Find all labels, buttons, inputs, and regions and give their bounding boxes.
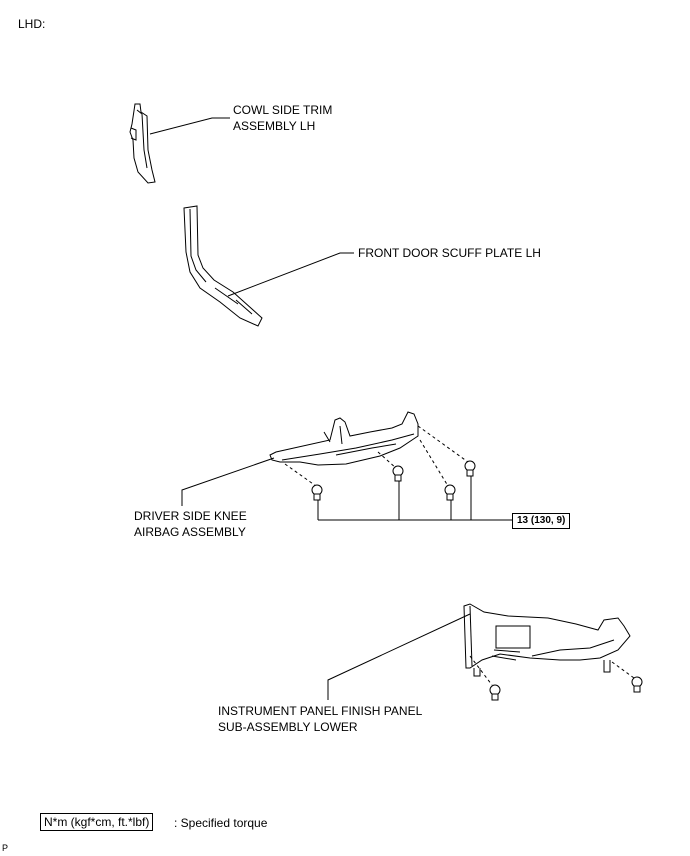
label-line: COWL SIDE TRIM — [233, 103, 333, 117]
knee-airbag-part — [269, 411, 419, 466]
bolt-icon — [464, 460, 476, 477]
bolt-icon — [489, 684, 501, 701]
instrument-panel-lower-part — [463, 603, 631, 677]
torque-value-box: 13 (130, 9) — [512, 513, 571, 529]
bolt-icon — [444, 484, 456, 501]
bolt-icon — [392, 465, 404, 482]
instrument-panel-label: INSTRUMENT PANEL FINISH PANEL SUB-ASSEMB… — [218, 703, 422, 735]
cowl-side-trim-label: COWL SIDE TRIM ASSEMBLY LH — [233, 102, 332, 134]
label-line: SUB-ASSEMBLY LOWER — [218, 720, 358, 734]
cowl-side-trim-part — [129, 103, 156, 184]
label-line: AIRBAG ASSEMBLY — [134, 525, 246, 539]
leader-lines — [149, 117, 512, 700]
bolt-alignment-lines — [284, 425, 635, 686]
figure-code: P — [2, 843, 9, 853]
torque-legend-description: : Specified torque — [174, 816, 268, 830]
torque-unit-legend-box: N*m (kgf*cm, ft.*lbf) — [40, 813, 154, 831]
label-line: INSTRUMENT PANEL FINISH PANEL — [218, 704, 423, 718]
scuff-plate-part — [183, 205, 263, 327]
label-line: DRIVER SIDE KNEE — [134, 509, 247, 523]
bolt-icon — [311, 484, 323, 501]
label-line: ASSEMBLY LH — [233, 119, 316, 133]
knee-airbag-label: DRIVER SIDE KNEE AIRBAG ASSEMBLY — [134, 508, 247, 540]
page-title: LHD: — [18, 17, 46, 31]
bolt-icon — [631, 676, 643, 693]
scuff-plate-label: FRONT DOOR SCUFF PLATE LH — [358, 246, 541, 260]
